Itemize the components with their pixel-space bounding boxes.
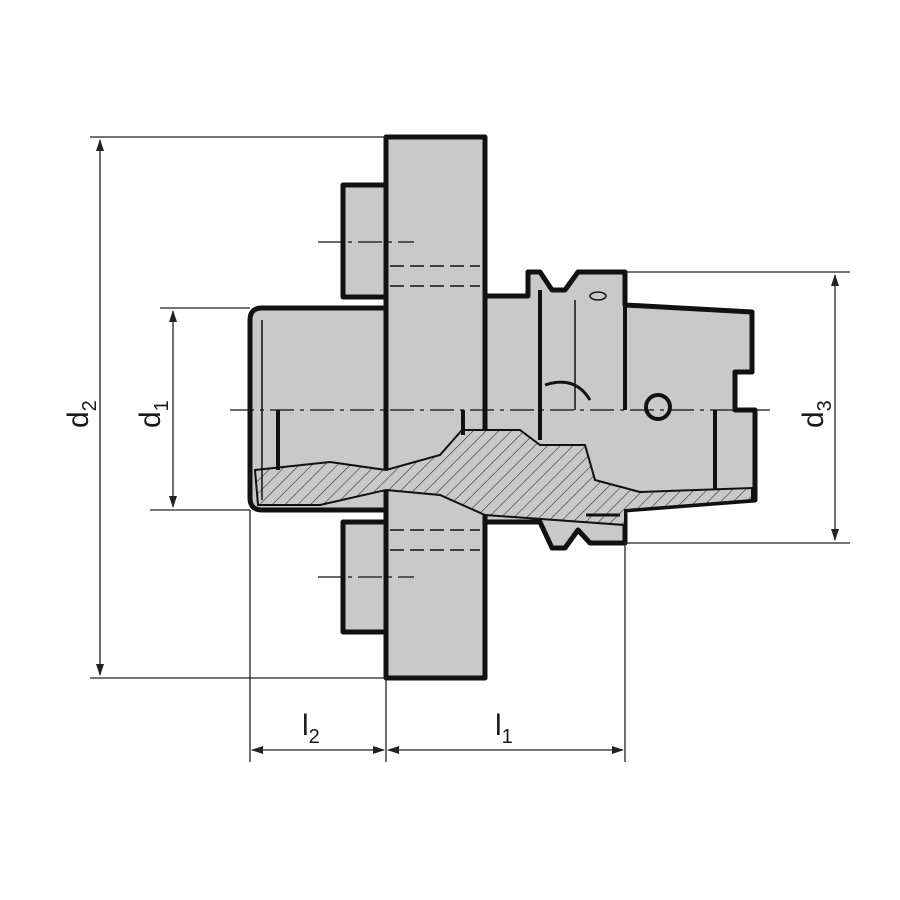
label-d1: d1 — [134, 400, 173, 428]
inner-details — [230, 241, 770, 578]
dimension-lines — [90, 136, 850, 762]
label-d2: d2 — [62, 400, 101, 428]
label-l2: l2 — [302, 709, 320, 748]
upper-block — [340, 182, 391, 300]
left-shank — [247, 305, 389, 513]
section-hatch — [253, 429, 753, 527]
part-body — [247, 134, 758, 681]
flange — [383, 134, 488, 681]
label-d3: d3 — [797, 400, 836, 428]
hole — [644, 393, 672, 421]
label-l1: l1 — [495, 709, 513, 748]
